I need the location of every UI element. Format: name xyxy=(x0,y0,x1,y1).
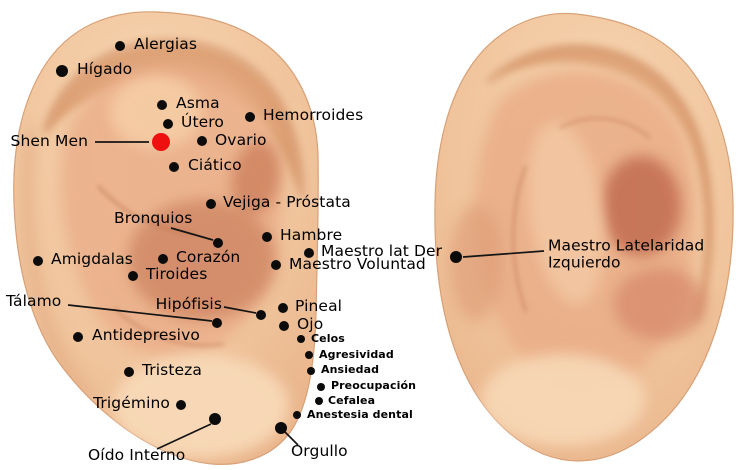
point-label-maestro-lat-der: Maestro lat Der xyxy=(321,242,443,261)
point-label-trigemino: Trigémino xyxy=(93,394,170,413)
point-label-corazon: Corazón xyxy=(176,248,241,267)
point-dot-corazon xyxy=(158,254,168,264)
point-label-maestro-voluntad: Maestro Voluntad xyxy=(289,255,426,274)
point-label-tristeza: Tristeza xyxy=(142,361,202,380)
point-dot-bronquios xyxy=(213,238,223,248)
point-dot-amigdalas xyxy=(33,256,43,266)
point-dot-oido-interno xyxy=(209,413,221,425)
point-label-ojo: Ojo xyxy=(297,315,324,334)
point-label-tiroides: Tiroides xyxy=(146,265,208,284)
point-dot-utero xyxy=(163,119,173,129)
point-dot-trigemino xyxy=(176,400,186,410)
point-dot-preocupacion xyxy=(317,383,325,391)
point-dot-asma xyxy=(157,100,167,110)
point-dot-alergias xyxy=(115,41,125,51)
point-dot-ojo xyxy=(279,321,289,331)
point-dot-celos xyxy=(297,335,305,343)
point-label-pineal: Pineal xyxy=(295,297,343,316)
point-label-higado: Hígado xyxy=(77,60,133,79)
point-dot-maestro-voluntad xyxy=(271,260,281,270)
right-ear-shading xyxy=(450,45,713,446)
point-label-anestesia-dental: Anestesia dental xyxy=(307,407,413,421)
point-dot-tiroides xyxy=(128,271,138,281)
point-dot-maestro-latelaridad-izquierdo xyxy=(450,251,462,263)
point-dot-hambre xyxy=(262,232,272,242)
point-label-cefalea: Cefalea xyxy=(328,393,376,407)
point-label-ciatico: Ciático xyxy=(188,156,242,175)
point-label-alergias: Alergias xyxy=(134,35,198,54)
point-label-ovario: Ovario xyxy=(215,131,267,150)
point-label-hambre: Hambre xyxy=(280,226,343,245)
point-label-celos: Celos xyxy=(311,331,345,345)
point-dot-agresividad xyxy=(305,351,313,359)
point-dot-higado xyxy=(56,65,68,77)
point-label-utero: Útero xyxy=(181,113,224,132)
point-label-ansiedad: Ansiedad xyxy=(321,362,380,376)
point-dot-cefalea xyxy=(315,397,323,405)
point-label-vejiga-prostata: Vejiga - Próstata xyxy=(223,193,351,212)
point-dot-anestesia-dental xyxy=(293,411,301,419)
point-dot-tristeza xyxy=(124,367,134,377)
point-dot-hipofisis xyxy=(256,310,266,320)
point-label-bronquios: Bronquios xyxy=(114,209,193,228)
point-label-shen-men: Shen Men xyxy=(10,132,88,151)
point-dot-ovario xyxy=(197,136,207,146)
point-label-amigdalas: Amigdalas xyxy=(51,250,133,269)
point-label-maestro-latelaridad-izquierdo: Maestro Latelaridad Izquierdo xyxy=(548,236,705,272)
point-dot-shen-men xyxy=(152,133,170,151)
point-label-orgullo: Orgullo xyxy=(291,442,348,461)
point-dot-pineal xyxy=(278,303,288,313)
point-dot-vejiga-prostata xyxy=(206,199,216,209)
point-dot-antidepresivo xyxy=(73,332,83,342)
point-dot-hemorroides xyxy=(245,112,255,122)
right-ear-illustration xyxy=(434,12,734,462)
point-dot-maestro-lat-der xyxy=(304,248,314,258)
point-label-agresividad: Agresividad xyxy=(319,347,394,361)
point-dot-ciatico xyxy=(169,162,179,172)
point-label-oido-interno: Oído Interno xyxy=(88,446,186,465)
point-label-preocupacion: Preocupación xyxy=(331,378,417,392)
point-label-antidepresivo: Antidepresivo xyxy=(92,326,200,345)
point-label-talamo: Tálamo xyxy=(6,292,62,311)
point-dot-ansiedad xyxy=(307,367,315,375)
point-label-hemorroides: Hemorroides xyxy=(263,106,364,125)
point-label-hipofisis: Hipófisis xyxy=(155,295,222,314)
point-dot-orgullo xyxy=(275,422,287,434)
point-label-asma: Asma xyxy=(176,94,220,113)
point-dot-talamo xyxy=(212,318,222,328)
